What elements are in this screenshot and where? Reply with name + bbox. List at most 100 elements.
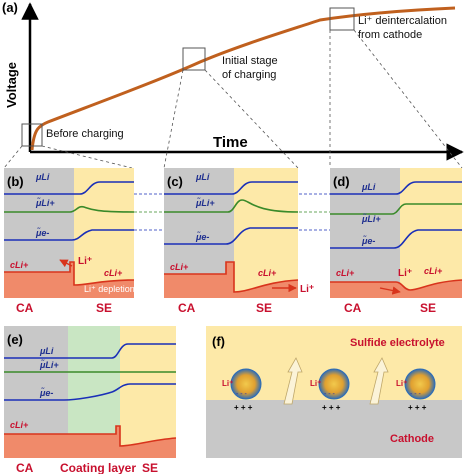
- mu-li-plus-label: μ̃Li+: [39, 359, 59, 370]
- particle-plus-charges: + + +: [322, 403, 341, 412]
- diffusion-arrow: [283, 357, 303, 405]
- li-flow-arrow: [379, 286, 401, 295]
- annotation-deint-1: Li⁺ deintercalation: [358, 15, 447, 27]
- panel-a: (a) Voltage Time Before charging Initial…: [2, 0, 464, 169]
- particle-minus-charges: - - -: [324, 391, 336, 398]
- particle-icon: [404, 368, 436, 400]
- annotation-initial-2: of charging: [222, 69, 276, 81]
- mu-li-label: μLi: [195, 172, 210, 182]
- cathode-label: Cathode: [390, 433, 434, 445]
- particle-2: Li⁺ + + + - - -: [310, 368, 350, 412]
- se-region: [120, 326, 176, 458]
- c-li-plus-fill: [164, 262, 298, 298]
- panel-d-label: (d): [333, 174, 350, 189]
- mu-li-curve: [330, 181, 462, 195]
- mu-li-plus-curve: [164, 199, 299, 213]
- particle-icon: [318, 368, 350, 400]
- panel-f-label: (f): [212, 334, 225, 349]
- particle-plus-charges: + + +: [234, 403, 253, 412]
- se-region: [234, 168, 298, 298]
- mu-e-curve: [4, 229, 134, 241]
- particle-minus-charges: - - -: [236, 391, 248, 398]
- c-li-plus-curve: [164, 261, 299, 293]
- se-label: SE: [420, 301, 436, 315]
- ca-label: CA: [344, 301, 362, 315]
- cathode-region: [206, 400, 462, 458]
- c-li-plus-fill: [4, 262, 134, 298]
- connector: [353, 29, 463, 169]
- mu-li-label: μLi: [39, 346, 54, 356]
- y-axis-label: Voltage: [4, 62, 19, 108]
- c-li-plus-curve: [330, 279, 463, 291]
- zoom-box-deint: [329, 7, 355, 31]
- li-ion-label: Li⁺: [300, 284, 314, 295]
- se-region: [74, 168, 134, 298]
- connector: [204, 69, 299, 169]
- x-axis-label: Time: [213, 134, 248, 151]
- mu-li-plus-label: μ̃Li+: [195, 197, 215, 208]
- se-label: SE: [142, 461, 158, 474]
- mu-li-plus-curve: [4, 205, 135, 213]
- particle-minus-charges: - - -: [410, 391, 422, 398]
- c-li-plus-label: cLi+: [336, 268, 355, 278]
- se-label: SE: [96, 301, 112, 315]
- particle-3: Li⁺ + + + - - -: [396, 368, 436, 412]
- li-flow-arrow: [59, 259, 73, 268]
- mu-e-label: μ̃e-: [195, 231, 209, 242]
- annotation-before-charging: Before charging: [46, 128, 124, 140]
- ca-region: [330, 168, 400, 298]
- c-li-plus-label-se: cLi+: [258, 268, 277, 278]
- connector: [41, 145, 133, 169]
- c-li-plus-label: cLi+: [10, 260, 29, 270]
- coating-label: Coating layer: [60, 461, 136, 474]
- panel-c: (c) μLi μ̃Li+ μ̃e- cLi+ cLi+ Li⁺ CA SE: [164, 168, 314, 315]
- connector: [163, 69, 184, 169]
- particle-icon: [230, 368, 262, 400]
- annotation-initial-1: Initial stage: [222, 55, 278, 67]
- c-li-plus-label: cLi+: [170, 262, 189, 272]
- electrolyte-label: Sulfide electrolyte: [350, 337, 445, 349]
- zoom-box-initial: [182, 47, 206, 71]
- mu-li-plus-label: μ̃Li+: [35, 197, 55, 208]
- panel-f: (f) Sulfide electrolyte Cathode Li⁺ + + …: [206, 326, 462, 458]
- panel-d: (d) μLi μ̃Li+ μ̃e- cLi+ cLi+ Li⁺ CA SE: [330, 168, 463, 315]
- mu-li-curve: [4, 343, 176, 359]
- mu-e-curve: [330, 229, 462, 249]
- ca-label: CA: [16, 461, 34, 474]
- c-li-plus-curve: [4, 261, 135, 286]
- annotation-deint-2: from cathode: [358, 29, 422, 41]
- mu-li-plus-label: μ̃Li+: [361, 213, 381, 224]
- mu-e-label: μ̃e-: [35, 227, 49, 238]
- li-depletion-note: Li⁺ depletion: [84, 284, 135, 294]
- ca-label: CA: [178, 301, 196, 315]
- ca-label: CA: [16, 301, 34, 315]
- li-ion-label: Li⁺: [398, 268, 412, 279]
- particle-li-label: Li⁺: [310, 379, 321, 388]
- li-ion-label: Li⁺: [78, 256, 92, 267]
- mu-e-curve: [164, 227, 298, 245]
- mu-li-curve: [4, 181, 134, 195]
- particle-li-label: Li⁺: [222, 379, 233, 388]
- panel-b-label: (b): [7, 174, 24, 189]
- panel-e: (e) μLi μ̃Li+ μ̃e- cLi+ CA Coating layer…: [4, 326, 177, 474]
- diffusion-arrow: [369, 357, 389, 405]
- mu-e-label: μ̃e-: [361, 235, 375, 246]
- connector: [3, 145, 23, 169]
- mu-e-curve: [4, 383, 176, 401]
- mu-li-label: μLi: [361, 182, 376, 192]
- c-li-plus-label-se: cLi+: [104, 268, 123, 278]
- c-li-plus-label-se: cLi+: [424, 266, 443, 276]
- panel-e-label: (e): [7, 332, 23, 347]
- mu-e-label: μ̃e-: [39, 387, 53, 398]
- zoom-box-before: [21, 123, 43, 147]
- panel-b: (b) μLi μ̃Li+ μ̃e- cLi+ cLi+ Li⁺ Li⁺ dep…: [4, 168, 135, 315]
- c-li-plus-label: cLi+: [10, 420, 29, 430]
- panel-a-label: (a): [2, 0, 18, 15]
- mu-li-plus-curve: [330, 203, 462, 215]
- panel-c-label: (c): [167, 174, 183, 189]
- particle-plus-charges: + + +: [408, 403, 427, 412]
- se-label: SE: [256, 301, 272, 315]
- mu-li-label: μLi: [35, 172, 50, 182]
- mu-li-curve: [164, 181, 298, 195]
